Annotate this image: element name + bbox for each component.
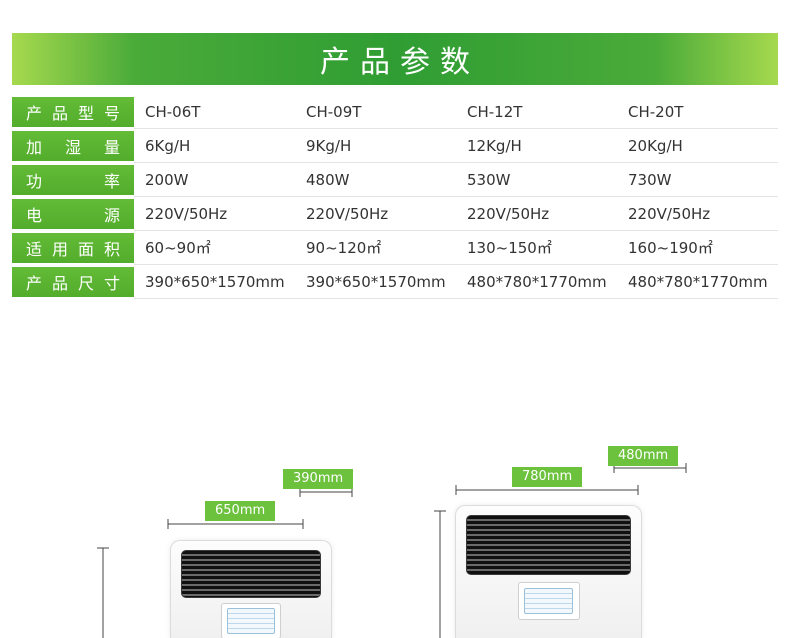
table-cell: 530W — [467, 170, 511, 189]
dimension-badge-390mm: 390mm — [283, 469, 354, 489]
table-cell: 480*780*1770mm — [628, 272, 768, 291]
table-cell: 9Kg/H — [306, 136, 352, 155]
row-label: 产品尺寸 — [12, 267, 134, 297]
control-display — [524, 587, 573, 615]
table-row-model: 产品型号 CH-06T CH-09T CH-12T CH-20T — [12, 95, 778, 129]
row-label: 产品型号 — [12, 97, 134, 127]
row-values: 6Kg/H 9Kg/H 12Kg/H 20Kg/H — [134, 129, 778, 163]
row-values: 390*650*1570mm 390*650*1570mm 480*780*17… — [134, 265, 778, 299]
product-unit-small — [170, 540, 332, 638]
table-cell: 220V/50Hz — [145, 204, 228, 223]
dimension-badge-480mm: 480mm — [608, 446, 679, 466]
control-panel — [517, 582, 580, 620]
row-values: 220V/50Hz 220V/50Hz 220V/50Hz 220V/50Hz — [134, 197, 778, 231]
table-cell: 480*780*1770mm — [467, 272, 607, 291]
spec-table: 产品型号 CH-06T CH-09T CH-12T CH-20T 加湿量 6Kg… — [12, 95, 778, 299]
table-cell: CH-06T — [145, 102, 201, 121]
table-row-humidification: 加湿量 6Kg/H 9Kg/H 12Kg/H 20Kg/H — [12, 129, 778, 163]
row-values: CH-06T CH-09T CH-12T CH-20T — [134, 95, 778, 129]
air-grille — [181, 550, 321, 598]
table-cell: 220V/50Hz — [628, 204, 711, 223]
table-cell: 60~90㎡ — [145, 239, 211, 257]
table-cell: CH-12T — [467, 102, 523, 121]
row-label-text: 电源 — [26, 206, 120, 225]
dimension-badge-650mm: 650mm — [205, 501, 276, 521]
table-cell: 90~120㎡ — [306, 239, 382, 257]
table-cell: 390*650*1570mm — [306, 272, 446, 291]
table-row-power: 功率 200W 480W 530W 730W — [12, 163, 778, 197]
table-cell: 480W — [306, 170, 350, 189]
section-title-banner: 产品参数 — [12, 33, 778, 85]
table-cell: 220V/50Hz — [306, 204, 389, 223]
row-label-text: 产品尺寸 — [26, 274, 120, 293]
table-cell: 390*650*1570mm — [145, 272, 285, 291]
table-cell: 12Kg/H — [467, 136, 522, 155]
table-cell: 220V/50Hz — [467, 204, 550, 223]
product-unit-large — [455, 505, 642, 638]
dimension-badge-780mm: 780mm — [512, 467, 583, 487]
control-panel — [221, 603, 281, 638]
table-cell: 160~190㎡ — [628, 239, 713, 257]
row-label: 适用面积 — [12, 233, 134, 263]
page-title: 产品参数 — [320, 45, 480, 80]
row-label-text: 功率 — [26, 172, 120, 191]
control-display — [227, 608, 275, 634]
row-label: 电源 — [12, 199, 134, 229]
row-values: 200W 480W 530W 730W — [134, 163, 778, 197]
table-cell: CH-20T — [628, 102, 684, 121]
row-label-text: 适用面积 — [26, 240, 120, 259]
table-cell: 130~150㎡ — [467, 239, 552, 257]
row-label-text: 加湿量 — [26, 138, 120, 157]
row-label: 加湿量 — [12, 131, 134, 161]
row-values: 60~90㎡ 90~120㎡ 130~150㎡ 160~190㎡ — [134, 231, 778, 265]
table-row-size: 产品尺寸 390*650*1570mm 390*650*1570mm 480*7… — [12, 265, 778, 299]
table-cell: 730W — [628, 170, 672, 189]
table-cell: 20Kg/H — [628, 136, 683, 155]
table-row-area: 适用面积 60~90㎡ 90~120㎡ 130~150㎡ 160~190㎡ — [12, 231, 778, 265]
row-label-text: 产品型号 — [26, 104, 120, 123]
table-cell: CH-09T — [306, 102, 362, 121]
air-grille — [466, 515, 631, 575]
table-cell: 6Kg/H — [145, 136, 191, 155]
row-label: 功率 — [12, 165, 134, 195]
table-row-power-supply: 电源 220V/50Hz 220V/50Hz 220V/50Hz 220V/50… — [12, 197, 778, 231]
table-cell: 200W — [145, 170, 189, 189]
